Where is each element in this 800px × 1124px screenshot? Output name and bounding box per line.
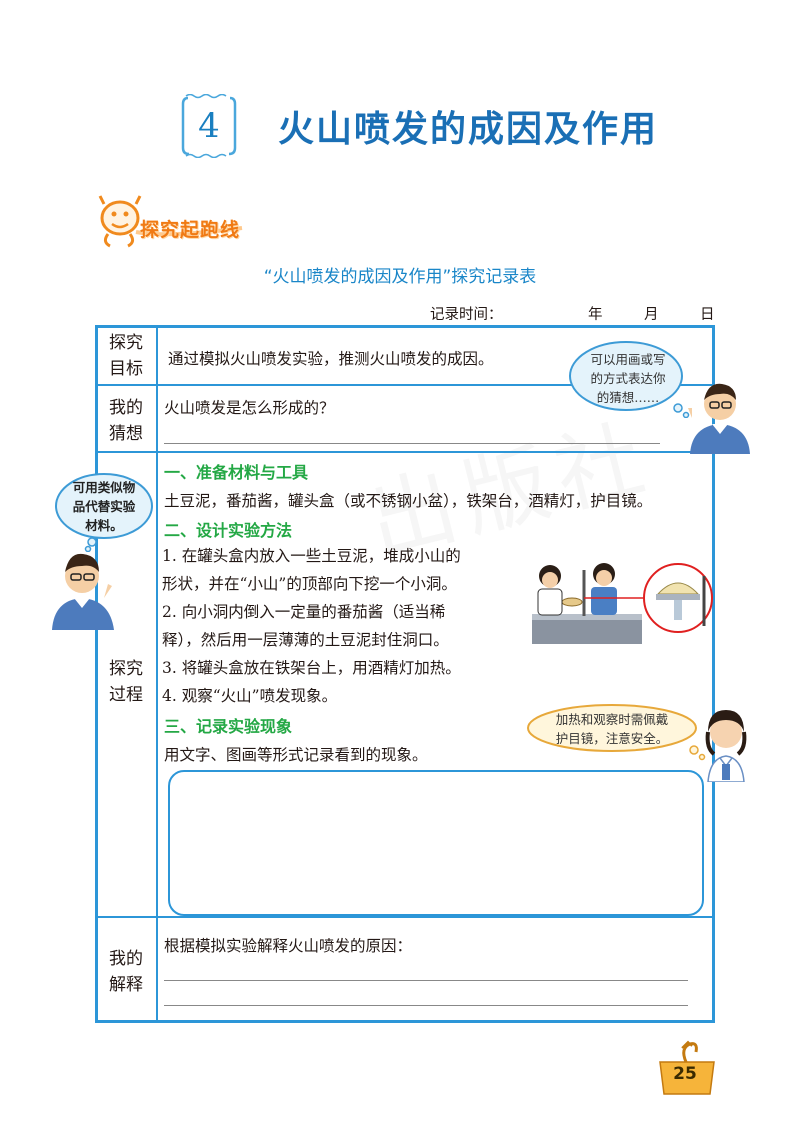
record-time-label: 记录时间： <box>430 307 503 323</box>
record-text: 用文字、图画等形式记录看到的现象。 <box>164 746 428 764</box>
page-number-badge <box>659 1040 715 1095</box>
step-1a: 1. 在罐头盒内放入一些土豆泥，堆成小山的 <box>162 547 461 565</box>
row-divider <box>96 451 714 453</box>
page-title: 火山喷发的成因及作用 <box>278 109 659 150</box>
day-label: 日 <box>700 307 715 323</box>
record-heading: 三、记录实验现象 <box>164 717 293 736</box>
lesson-number: 4 <box>198 106 220 146</box>
step-1b: 形状，并在“小山”的顶部向下挖一个小洞。 <box>162 575 457 593</box>
step-2b: 释），然后用一层薄薄的土豆泥封住洞口。 <box>162 631 449 649</box>
teacher-figure <box>52 553 114 630</box>
explain-answer-line-1[interactable] <box>164 980 688 981</box>
experiment-illustration <box>532 563 713 644</box>
goal-label: 探究目标 <box>109 333 143 379</box>
record-table <box>95 325 715 1023</box>
goal-text: 通过模拟火山喷发实验，推测火山喷发的成因。 <box>168 350 494 368</box>
section-label: 探究起跑线 <box>140 219 241 241</box>
explain-answer-line-2[interactable] <box>164 1005 688 1006</box>
lesson-number-badge <box>181 94 237 158</box>
month-label: 月 <box>644 307 659 323</box>
row-divider <box>96 384 714 386</box>
step-4: 4. 观察“火山”喷发现象。 <box>162 687 338 705</box>
process-label: 探究过程 <box>109 659 143 705</box>
materials-heading: 一、准备材料与工具 <box>164 463 309 482</box>
student-figure <box>705 710 747 782</box>
explain-text: 根据模拟实验解释火山喷发的原因： <box>164 937 413 955</box>
drawing-tip-text: 可以用画或写的方式表达你的猜想…… <box>590 352 666 405</box>
speech-bubble <box>55 473 153 552</box>
materials-text: 土豆泥，番茄酱，罐头盒（或不锈钢小盆），铁架台，酒精灯，护目镜。 <box>164 492 653 510</box>
explain-label: 我的解释 <box>109 949 143 995</box>
teacher-figure <box>688 383 750 454</box>
table-column-divider <box>156 326 158 1022</box>
step-3: 3. 将罐头盒放在铁架台上，用酒精灯加热。 <box>162 659 461 677</box>
guess-text: 火山喷发是怎么形成的？ <box>164 399 335 417</box>
step-2a: 2. 向小洞内倒入一定量的番茄酱（适当稀 <box>162 603 446 621</box>
safety-tip-text: 加热和观察时需佩戴护目镜，注意安全。 <box>555 712 669 746</box>
speech-bubble <box>569 341 690 418</box>
record-drawing-box[interactable] <box>168 770 704 916</box>
materials-tip-text: 可用类似物品代替实验材料。 <box>72 480 136 533</box>
speech-bubble <box>527 704 706 761</box>
method-steps: 1. 在罐头盒内放入一些土豆泥，堆成小山的 形状，并在“小山”的顶部向下挖一个小… <box>162 542 461 710</box>
method-heading: 二、设计实验方法 <box>164 521 293 540</box>
row-divider <box>96 916 714 918</box>
year-label: 年 <box>588 307 603 323</box>
cow-mascot-icon <box>98 195 243 248</box>
table-caption: “火山喷发的成因及作用”探究记录表 <box>263 267 537 287</box>
page-number: 25 <box>673 1064 697 1084</box>
guess-label: 我的猜想 <box>109 398 143 444</box>
guess-answer-line[interactable] <box>164 443 660 444</box>
